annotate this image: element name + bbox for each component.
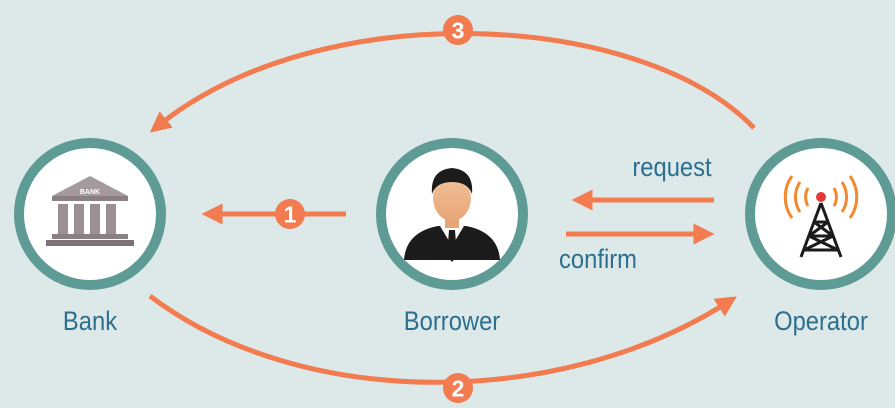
step-badge-3: 3 (443, 15, 473, 45)
step-badge-2: 2 (443, 373, 473, 403)
borrower-label: Borrower (403, 306, 501, 336)
step-number-1: 1 (284, 202, 297, 228)
step-number-3: 3 (452, 18, 465, 44)
operator-node (745, 138, 895, 290)
arrow-bank-to-operator (148, 294, 737, 385)
operator-label: Operator (774, 306, 868, 336)
request-label: request (632, 152, 712, 182)
step-badge-1: 1 (275, 199, 305, 229)
arrow-operator-to-bank (149, 31, 756, 133)
antenna-tower-icon (783, 175, 859, 258)
bank-label: Bank (62, 306, 118, 336)
bank-icon: BANK (46, 176, 134, 246)
step-number-2: 2 (452, 376, 465, 402)
person-icon (404, 168, 500, 262)
borrower-node (376, 138, 528, 290)
bank-sign: BANK (80, 189, 100, 196)
confirm-label: confirm (559, 244, 637, 274)
bank-node: BANK (14, 138, 166, 290)
